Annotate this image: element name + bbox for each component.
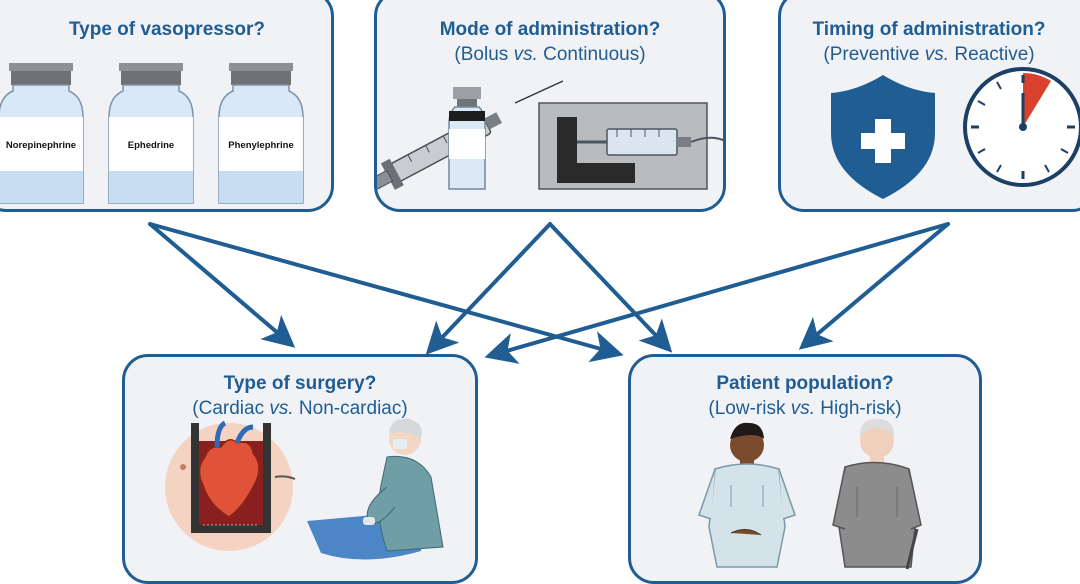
vial-icon	[218, 63, 304, 204]
syringe-pump-icon	[538, 102, 723, 190]
vial-label-phenylephrine: Phenylephrine	[228, 140, 293, 151]
patient-population-box: Patient population? (Low-risk vs. High-r…	[628, 354, 982, 584]
surgery-type-title: Type of surgery?	[223, 373, 377, 394]
administration-timing-subtitle: (Preventive vs. Reactive)	[823, 44, 1035, 65]
vial-label-ephedrine: Ephedrine	[128, 140, 174, 151]
arrow-mode-to-surgery	[425, 222, 552, 355]
vasopressor-type-title: Type of vasopressor?	[68, 19, 266, 40]
arrow-timing-to-surgery	[484, 222, 950, 364]
patient-population-subtitle: (Low-risk vs. High-risk)	[708, 398, 902, 419]
surgery-type-subtitle: (Cardiac vs. Non-cardiac)	[192, 398, 408, 419]
vial-label-norepinephrine: Norepinephrine	[6, 140, 76, 151]
arrow-mode-to-patient	[548, 222, 673, 353]
arrow-vasopressor-to-patient	[148, 222, 624, 363]
vial-icon	[108, 63, 194, 204]
patient-population-title: Patient population?	[716, 373, 894, 394]
shield-cross-icon	[831, 75, 935, 199]
administration-mode-subtitle: (Bolus vs. Continuous)	[454, 44, 646, 65]
administration-mode-box: Mode of administration? (Bolus vs. Conti…	[374, 0, 726, 212]
clock-icon	[963, 67, 1080, 187]
vial-icon	[0, 63, 84, 204]
surgeon-icon	[307, 418, 444, 560]
vials-illustration: Norepinephrine Ephedrine Phenylephrine	[0, 63, 304, 204]
administration-timing-box: Timing of administration? (Preventive vs…	[778, 0, 1080, 212]
syringe-vial-icon	[377, 80, 564, 197]
open-heart-icon	[165, 420, 296, 551]
arrow-vasopressor-to-surgery	[148, 222, 296, 348]
vasopressor-type-box: Type of vasopressor? Norepinephrine Eph	[0, 0, 334, 212]
elderly-patient-icon	[832, 419, 922, 570]
young-patient-icon	[698, 422, 796, 568]
arrow-timing-to-patient	[798, 222, 950, 350]
administration-timing-title: Timing of administration?	[812, 19, 1046, 40]
surgery-type-box: Type of surgery? (Cardiac vs. Non-cardia…	[122, 354, 478, 584]
administration-mode-title: Mode of administration?	[439, 19, 661, 40]
